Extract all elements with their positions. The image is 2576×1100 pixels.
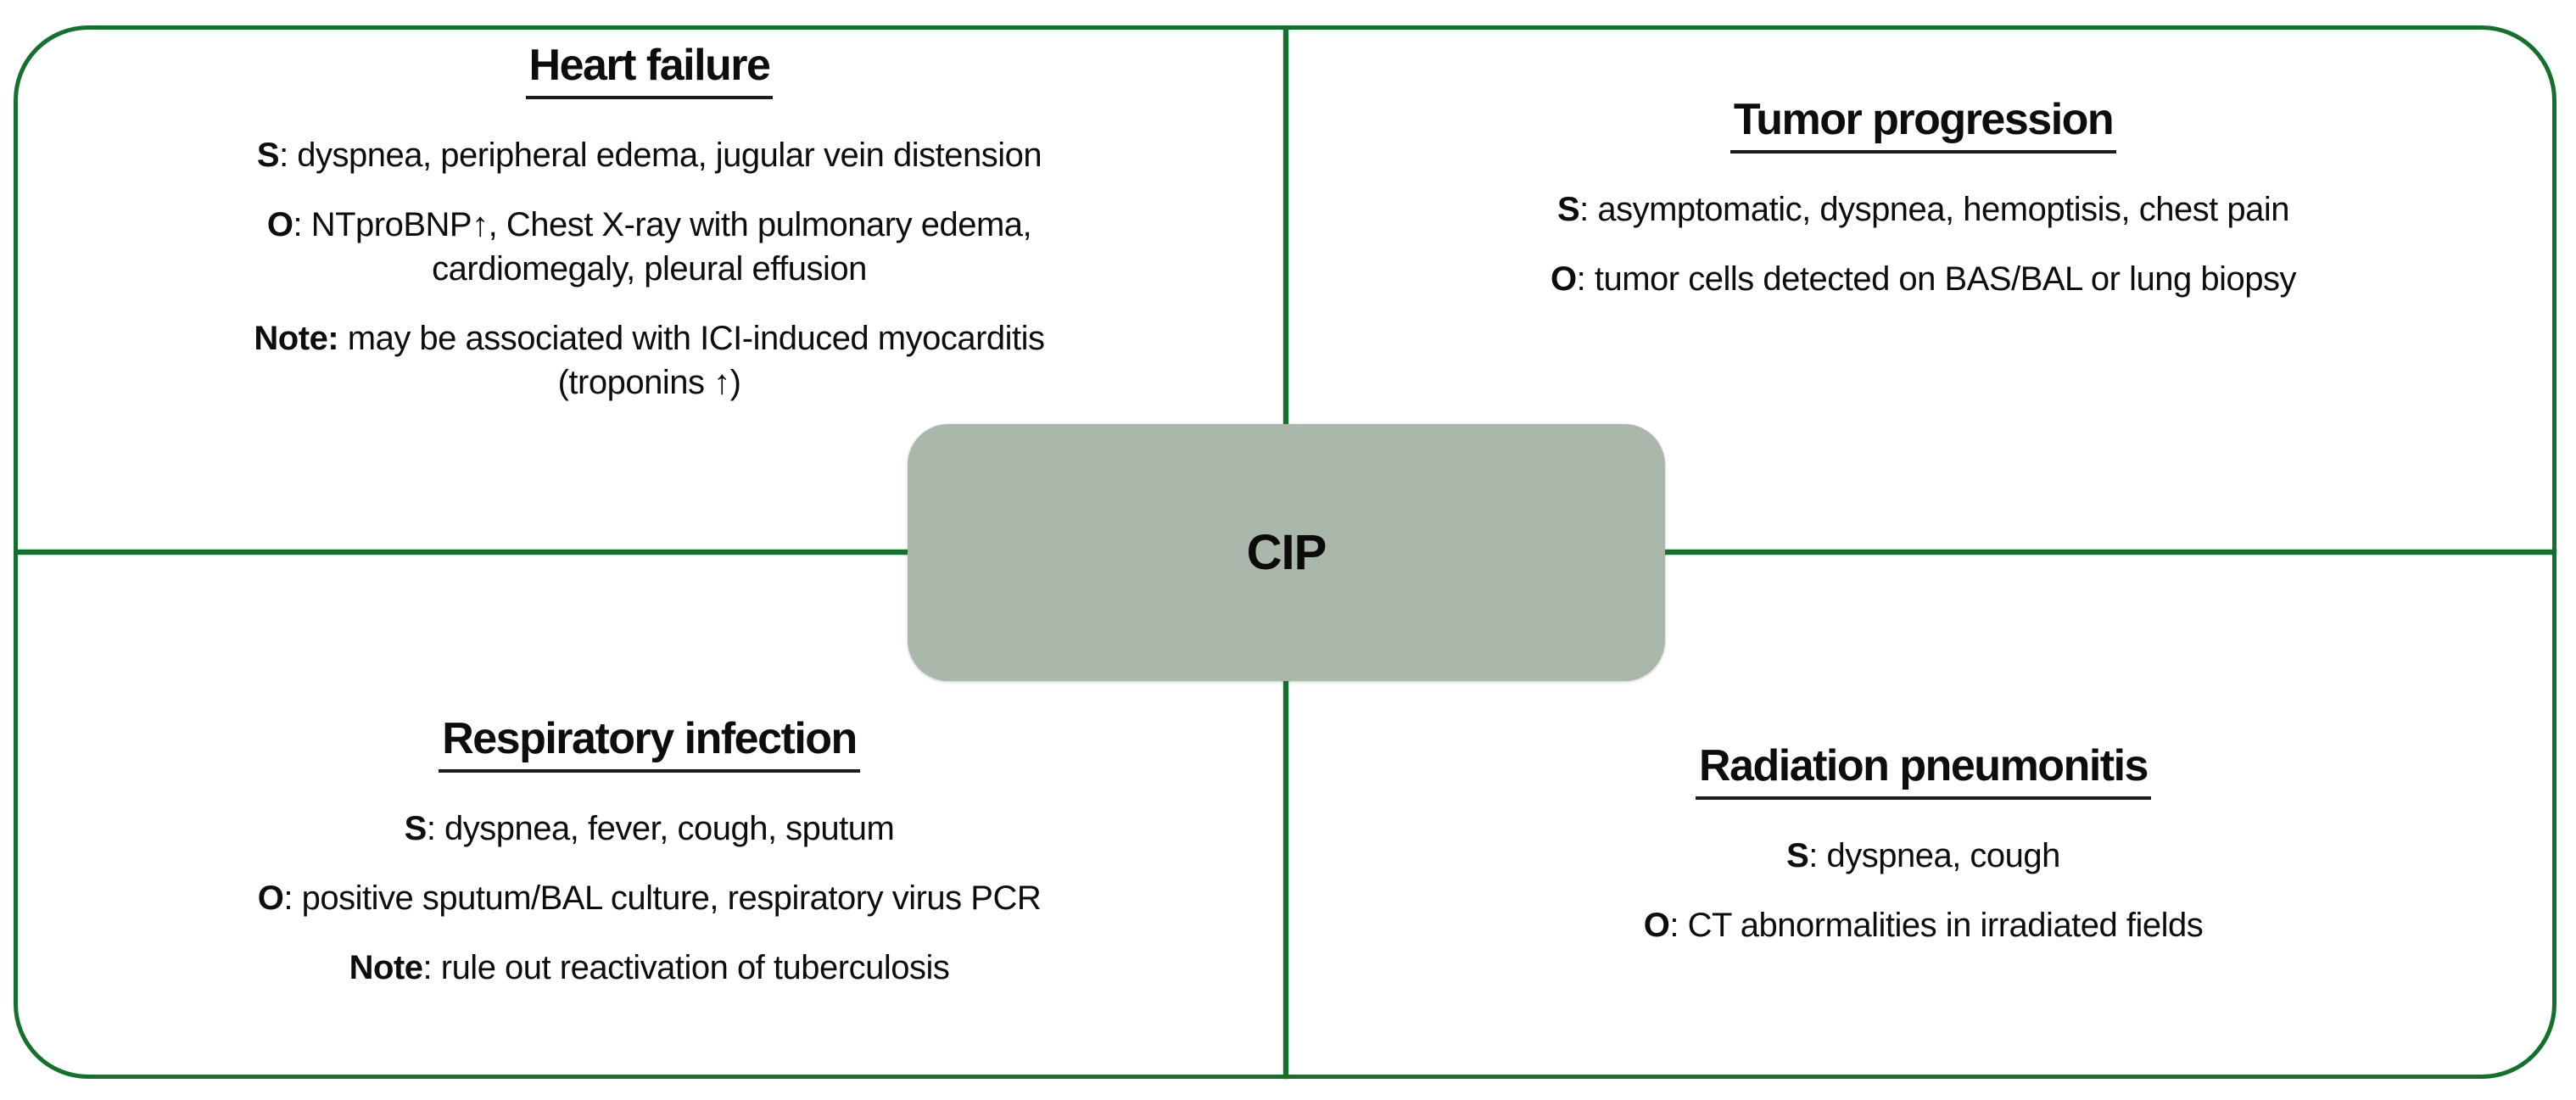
objective-prefix: O <box>257 879 284 917</box>
symptoms-prefix: S <box>1786 836 1809 874</box>
heart-failure-note-line: Note: may be associated with ICI-induced… <box>254 316 1045 405</box>
quadrant-title-radiation-pneumonitis: Radiation pneumonitis <box>1696 741 2151 800</box>
respiratory-infection-symptoms-line: S: dyspnea, fever, cough, sputum <box>405 807 895 851</box>
symptoms-text: : dyspnea, peripheral edema, jugular vei… <box>279 136 1042 174</box>
objective-text: : NTproBNP↑, Chest X-ray with pulmonary … <box>293 205 1032 288</box>
symptoms-text: : dyspnea, cough <box>1808 836 2060 874</box>
note-text: may be associated with ICI-induced myoca… <box>347 319 1045 401</box>
objective-text: : positive sputum/BAL culture, respirato… <box>283 879 1042 917</box>
objective-prefix: O <box>266 205 293 243</box>
quadrant-title-heart-failure: Heart failure <box>525 41 774 99</box>
radiation-pneumonitis-objective-line: O: CT abnormalities in irradiated fields <box>1644 903 2204 947</box>
quadrant-respiratory-infection: Respiratory infection S: dyspnea, fever,… <box>15 556 1283 1077</box>
quadrant-radiation-pneumonitis: Radiation pneumonitis S: dyspnea, cough … <box>1290 556 2556 1077</box>
symptoms-prefix: S <box>404 809 427 847</box>
symptoms-text: : dyspnea, fever, cough, sputum <box>426 809 895 847</box>
note-prefix: Note: <box>254 319 339 357</box>
objective-text: : tumor cells detected on BAS/BAL or lun… <box>1576 260 2297 298</box>
radiation-pneumonitis-symptoms-line: S: dyspnea, cough <box>1786 834 2060 878</box>
cip-label: CIP <box>1246 525 1327 580</box>
quadrant-title-respiratory-infection: Respiratory infection <box>439 714 860 773</box>
note-text: : rule out reactivation of tuberculosis <box>422 948 950 986</box>
quadrant-tumor-progression: Tumor progression S: asymptomatic, dyspn… <box>1290 31 2556 548</box>
objective-prefix: O <box>1551 260 1577 298</box>
quadrant-heart-failure: Heart failure S: dyspnea, peripheral ede… <box>15 31 1283 548</box>
respiratory-infection-note-line: Note: rule out reactivation of tuberculo… <box>349 946 950 990</box>
note-prefix: Note <box>349 948 423 986</box>
symptoms-prefix: S <box>256 136 280 174</box>
respiratory-infection-objective-line: O: positive sputum/BAL culture, respirat… <box>257 876 1042 920</box>
heart-failure-symptoms-line: S: dyspnea, peripheral edema, jugular ve… <box>257 133 1042 177</box>
objective-prefix: O <box>1643 906 1670 944</box>
heart-failure-objective-line: O: NTproBNP↑, Chest X-ray with pulmonary… <box>266 203 1032 291</box>
symptoms-text: : asymptomatic, dyspnea, hemoptisis, che… <box>1579 190 2290 228</box>
tumor-progression-objective-line: O: tumor cells detected on BAS/BAL or lu… <box>1551 257 2296 301</box>
tumor-progression-symptoms-line: S: asymptomatic, dyspnea, hemoptisis, ch… <box>1556 187 2290 232</box>
symptoms-prefix: S <box>1556 190 1580 228</box>
quadrant-title-tumor-progression: Tumor progression <box>1729 95 2117 154</box>
objective-text: : CT abnormalities in irradiated fields <box>1669 906 2204 944</box>
cip-center-box: CIP <box>908 424 1665 681</box>
